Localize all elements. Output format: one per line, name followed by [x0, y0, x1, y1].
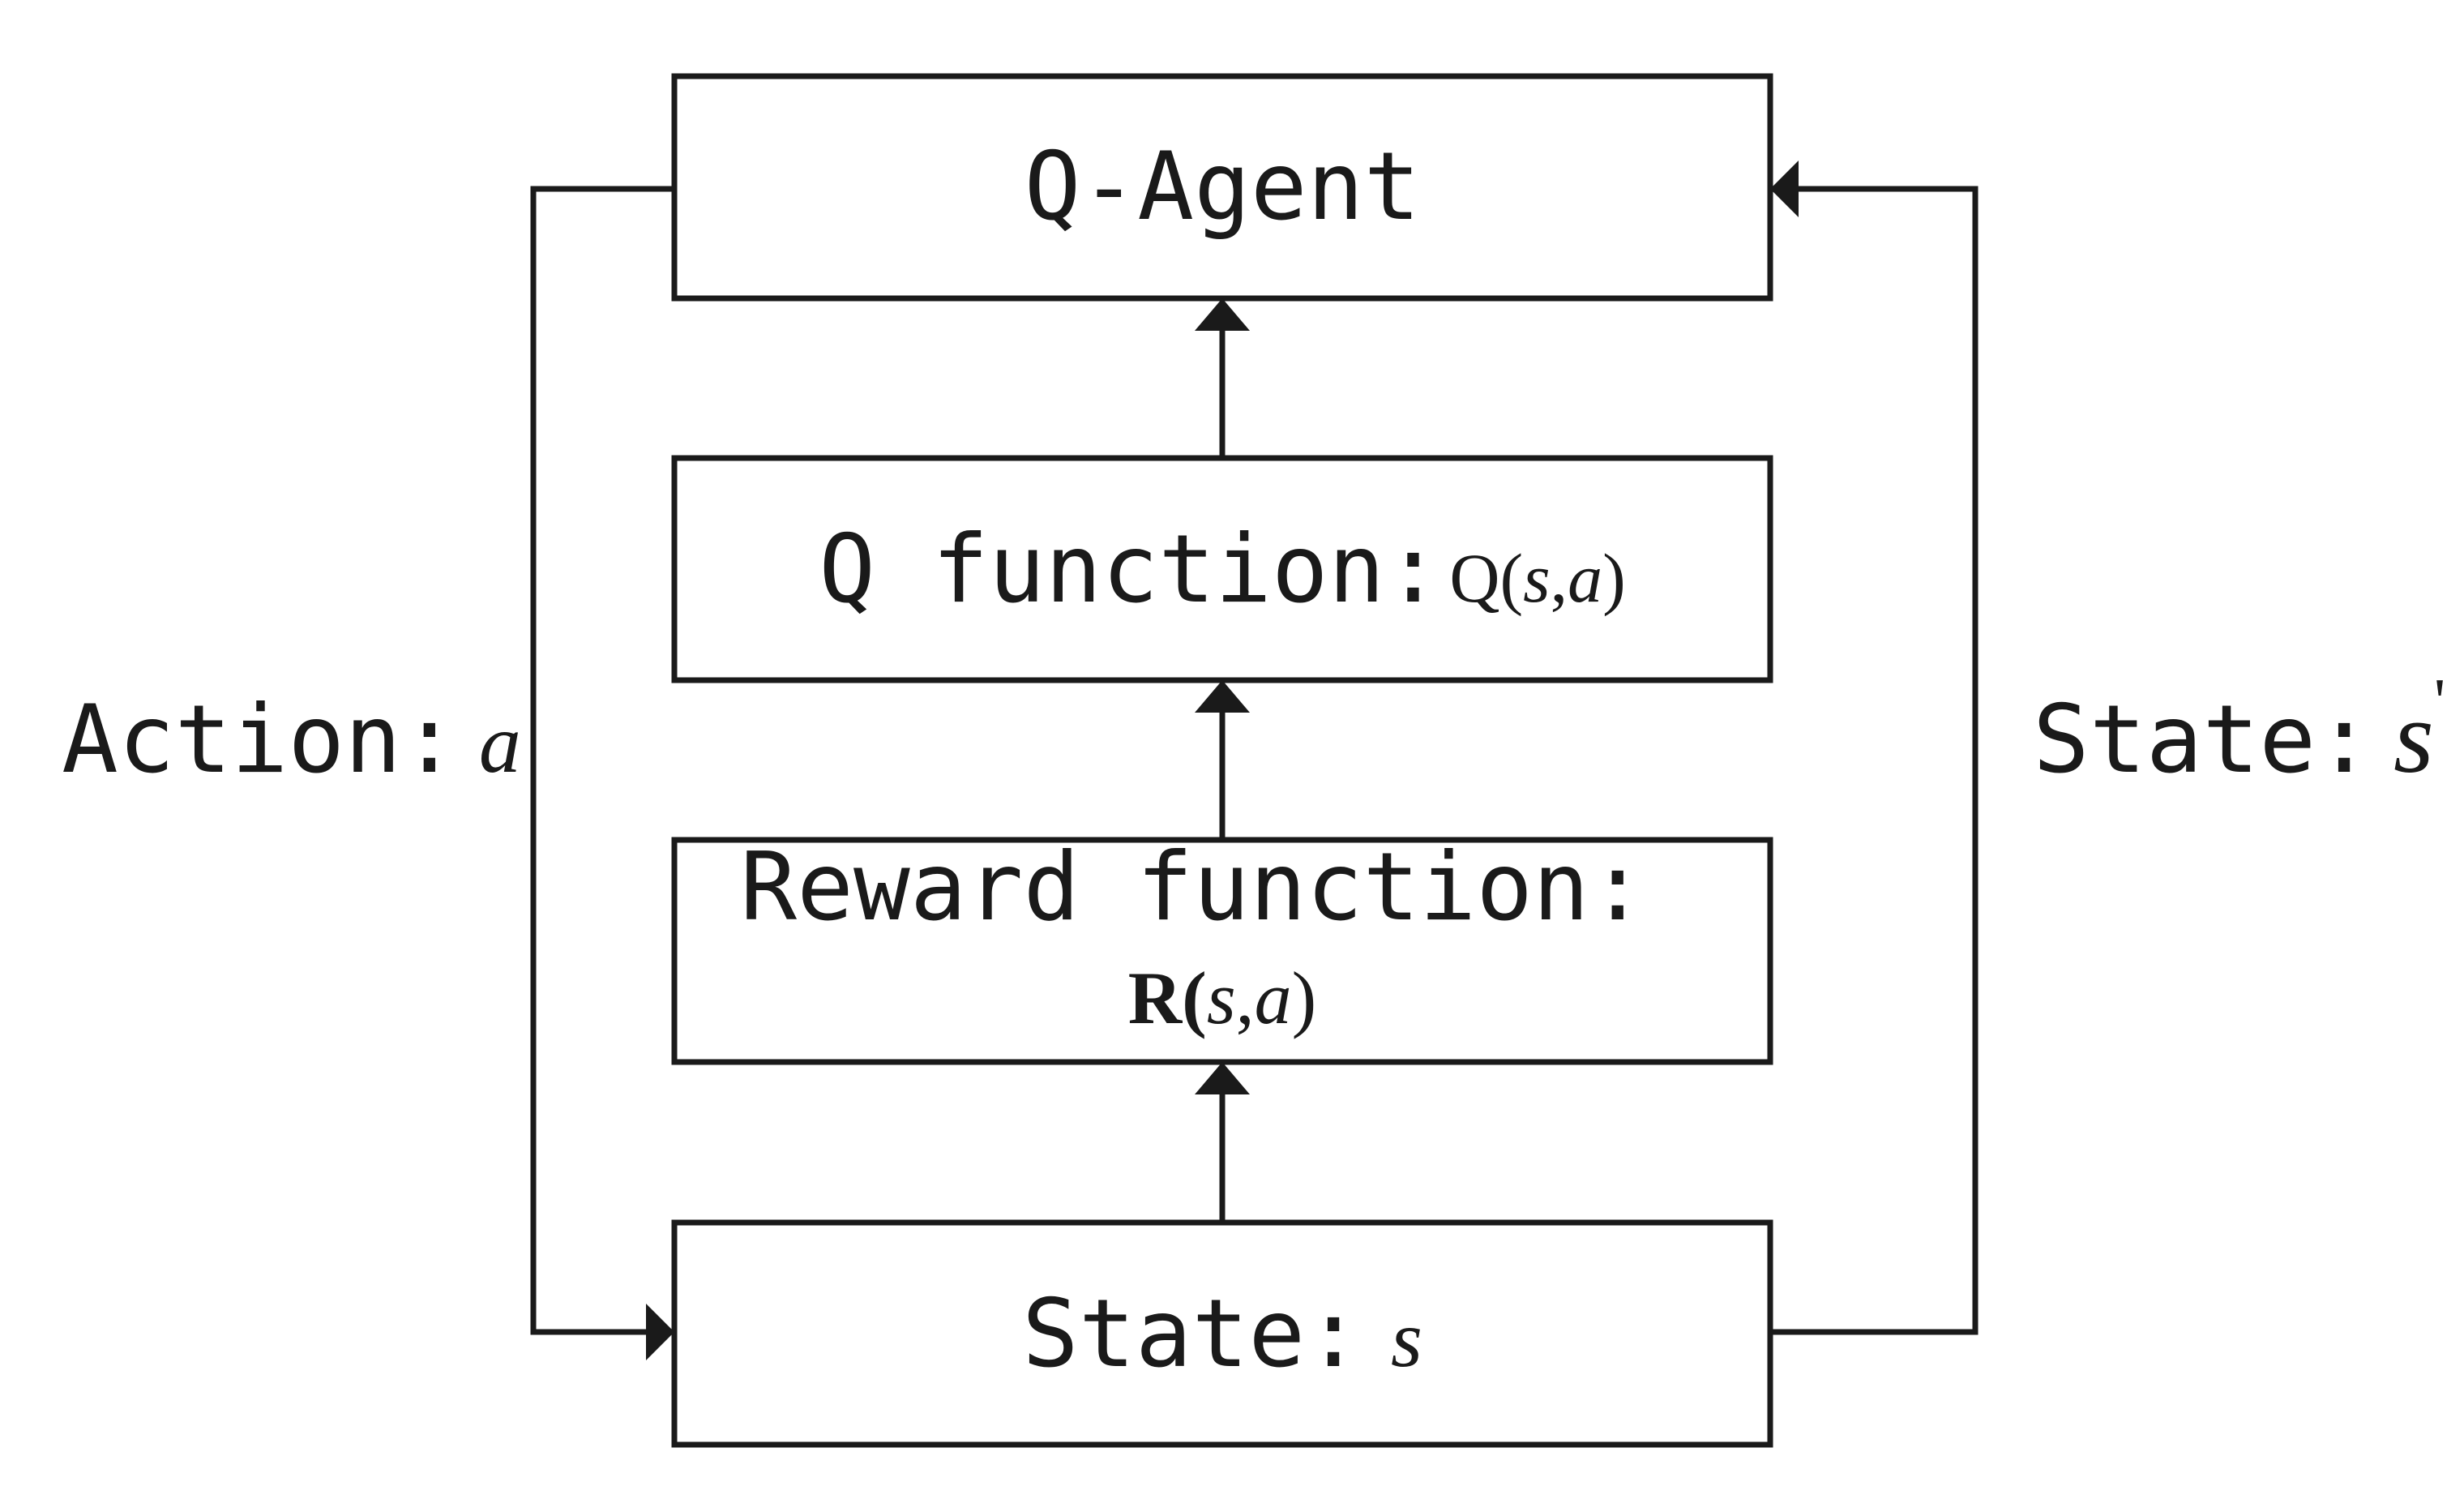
arrowhead-up-reward — [1195, 1062, 1250, 1094]
arrowhead-up-q — [1195, 680, 1250, 713]
state-box — [671, 1219, 1773, 1448]
arrowhead-right-state — [646, 1304, 674, 1360]
q-agent-label: Q-Agent — [1025, 132, 1421, 242]
q-agent-box — [671, 73, 1773, 302]
arrow-action-loop — [530, 186, 674, 1335]
reward-function-formula: R(s,a) — [1128, 957, 1317, 1039]
next-state-edge-label: State:s' — [2033, 666, 2445, 794]
arrowhead-up-agent — [1195, 298, 1250, 331]
state-label: State:s — [1022, 1279, 1422, 1389]
q-function-label: Q function:Q(s,a) — [819, 515, 1626, 624]
arrow-next-state-loop — [1770, 186, 1978, 1335]
reward-function-label: Reward function: — [740, 833, 1645, 942]
action-edge-label: Action:a — [62, 685, 521, 794]
arrowhead-left-agent — [1770, 161, 1799, 217]
q-function-box — [671, 455, 1773, 683]
